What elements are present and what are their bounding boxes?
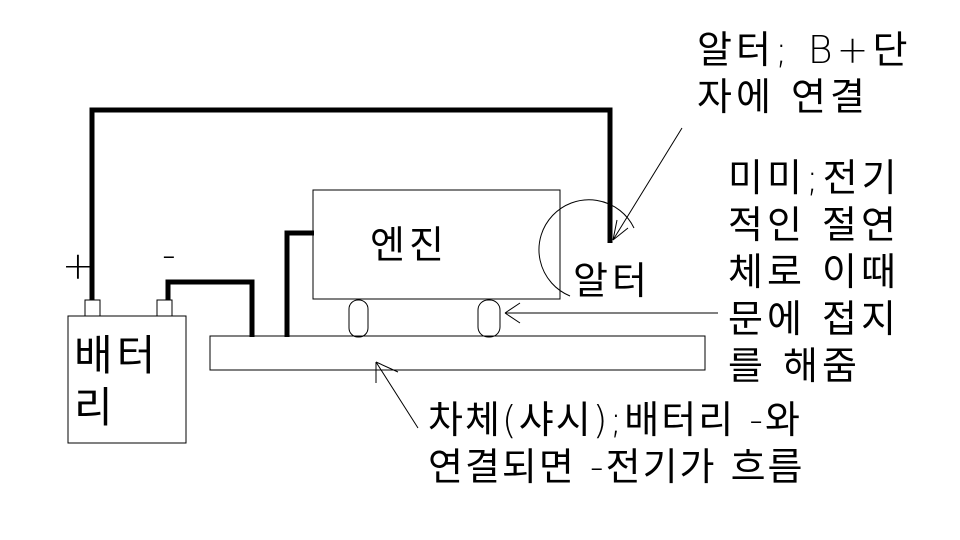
battery-minus-terminal xyxy=(156,299,173,317)
alternator-note: 알터; B+단 자에 연결 xyxy=(697,27,911,121)
battery-label-line: 배터 xyxy=(74,331,160,380)
engine-mount-left xyxy=(348,299,369,338)
engine-mount-right xyxy=(477,299,501,338)
minus-label: - xyxy=(162,233,180,277)
chassis-note-line: 차체(샤시);배터리 -와 xyxy=(428,398,802,442)
chassis-note-line: 연결되면 -전기가 흐름 xyxy=(428,445,805,489)
battery-box xyxy=(67,315,187,444)
negative-wire xyxy=(165,279,255,337)
engine-ground-wire xyxy=(284,230,314,337)
battery-label-line: 리 xyxy=(74,383,117,432)
mount-note-line: 를 해줌 xyxy=(728,344,861,388)
battery-plus-terminal xyxy=(84,299,101,317)
plus-label: + xyxy=(62,244,98,288)
mount-note-line: 적인 절연 xyxy=(728,203,900,247)
alternator-note-line: 알터; B+단 xyxy=(697,28,912,72)
chassis-note: 차체(샤시);배터리 -와 연결되면 -전기가 흐름 xyxy=(428,397,805,491)
engine-box xyxy=(312,189,561,300)
arrow-mount xyxy=(504,302,718,324)
arrow-alternator xyxy=(612,127,683,241)
engine-label: 엔진 xyxy=(370,223,448,267)
chassis-bar xyxy=(209,335,706,371)
arrow-chassis xyxy=(375,361,419,429)
mount-note-line: 미미;전기 xyxy=(728,156,901,200)
alternator-note-line: 자에 연결 xyxy=(697,75,869,119)
alternator-circle xyxy=(538,199,635,297)
alternator-label: 알터 xyxy=(573,259,651,303)
mount-note-line: 체로 이때 xyxy=(728,250,900,294)
mount-note-line: 문에 접지 xyxy=(728,297,900,341)
positive-wire xyxy=(89,107,613,300)
battery-label: 배터 리 xyxy=(74,330,159,434)
mount-note: 미미;전기 적인 절연 체로 이때 문에 접지 를 해줌 xyxy=(728,155,901,390)
